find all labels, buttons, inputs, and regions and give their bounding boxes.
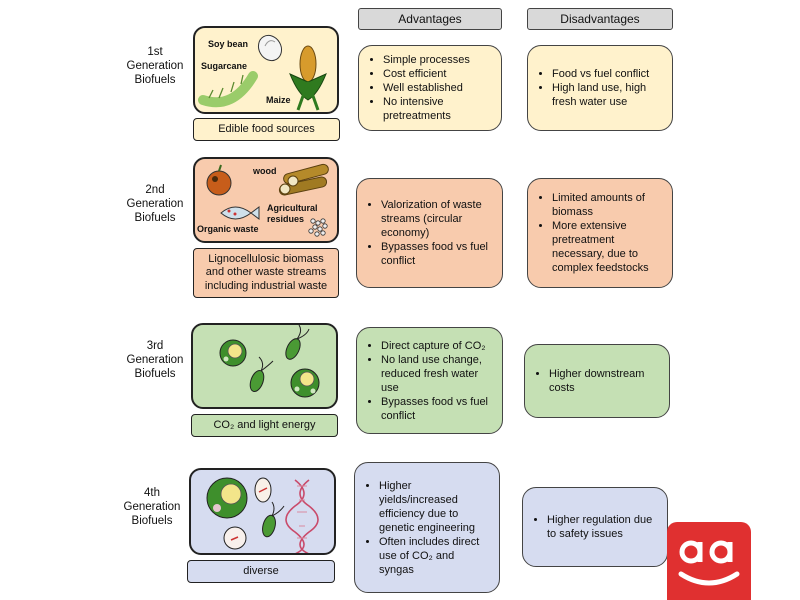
gen2-advantages: Valorization of waste streams (circular … [356,178,503,288]
wood-label: wood [253,166,277,176]
disadvantage-item: More extensive pretreatment necessary, d… [552,219,662,275]
disadvantage-item: Higher downstream costs [549,367,659,395]
advantage-item: Bypasses food vs fuel conflict [381,240,492,268]
advantage-item: No intensive pretreatments [383,95,491,123]
advantage-item: Higher yields/increased efficiency due t… [379,479,489,535]
advantage-item: Often includes direct use of CO₂ and syn… [379,535,489,577]
advantage-item: Well established [383,81,491,95]
sugarcane-label: Sugarcane [201,61,248,71]
gen4-label: 4th Generation Biofuels [123,487,181,527]
gen1-source: Edible food sources [193,118,340,141]
gen2-image-panel: wood Agricultural residues Organic waste [193,157,339,243]
gen2-waste-illustration [206,163,329,237]
advantage-item: Bypasses food vs fuel conflict [381,395,492,423]
gen2-source: Lignocellulosic biomass and other waste … [193,248,339,298]
gen4-image-panel [189,468,336,555]
gen2-label: 2nd Generation Biofuels [126,184,184,224]
logo-mark [678,540,740,586]
gen2-disadvantages: Limited amounts of biomass More extensiv… [527,178,673,288]
disadvantage-item: High land use, high fresh water use [552,81,662,109]
gen3-disadvantages: Higher downstream costs [524,344,670,418]
disadvantages-header: Disadvantages [527,8,673,30]
disadvantage-item: Limited amounts of biomass [552,191,662,219]
gen4-advantages-list: Higher yields/increased efficiency due t… [363,479,489,577]
gen1-disadvantages: Food vs fuel conflict High land use, hig… [527,45,673,131]
advantage-item: No land use change, reduced fresh water … [381,353,492,395]
gen3-microalgae-illustration [219,325,320,398]
gen1-image-panel: Soy bean Sugarcane Maize [193,26,339,114]
disadvantage-item: Food vs fuel conflict [552,67,662,81]
gen4-disadvantages: Higher regulation due to safety issues [522,487,668,567]
gen1-advantages-list: Simple processes Cost efficient Well est… [367,53,491,123]
gen4-advantages: Higher yields/increased efficiency due t… [354,462,500,593]
gen1-disadvantages-list: Food vs fuel conflict High land use, hig… [536,67,662,109]
gen3-image-panel [191,323,338,409]
logo [667,522,751,600]
advantages-header: Advantages [358,8,502,30]
organic-waste-label: Organic waste [197,224,259,234]
gen4-engineered-cells-illustration [206,477,319,553]
gen3-source: CO₂ and light energy [191,414,338,437]
gen2-advantages-list: Valorization of waste streams (circular … [365,198,492,268]
gen4-disadvantages-list: Higher regulation due to safety issues [531,513,657,541]
advantage-item: Direct capture of CO₂ [381,339,492,353]
agricultural-residues-label: Agricultural residues [267,203,318,224]
gen1-advantages: Simple processes Cost efficient Well est… [358,45,502,131]
gen3-disadvantages-list: Higher downstream costs [533,367,659,395]
advantage-item: Simple processes [383,53,491,67]
gen4-source: diverse [187,560,335,583]
advantage-item: Cost efficient [383,67,491,81]
gen3-advantages-list: Direct capture of CO₂ No land use change… [365,339,492,423]
gen1-label: 1st Generation Biofuels [126,46,184,86]
gen1-crops-illustration [198,34,327,111]
soy-bean-label: Soy bean [208,39,249,49]
gen3-label: 3rd Generation Biofuels [126,340,184,380]
maize-label: Maize [266,95,291,105]
advantage-item: Valorization of waste streams (circular … [381,198,492,240]
disadvantage-item: Higher regulation due to safety issues [547,513,657,541]
gen2-disadvantages-list: Limited amounts of biomass More extensiv… [536,191,662,275]
gen3-advantages: Direct capture of CO₂ No land use change… [356,327,503,434]
